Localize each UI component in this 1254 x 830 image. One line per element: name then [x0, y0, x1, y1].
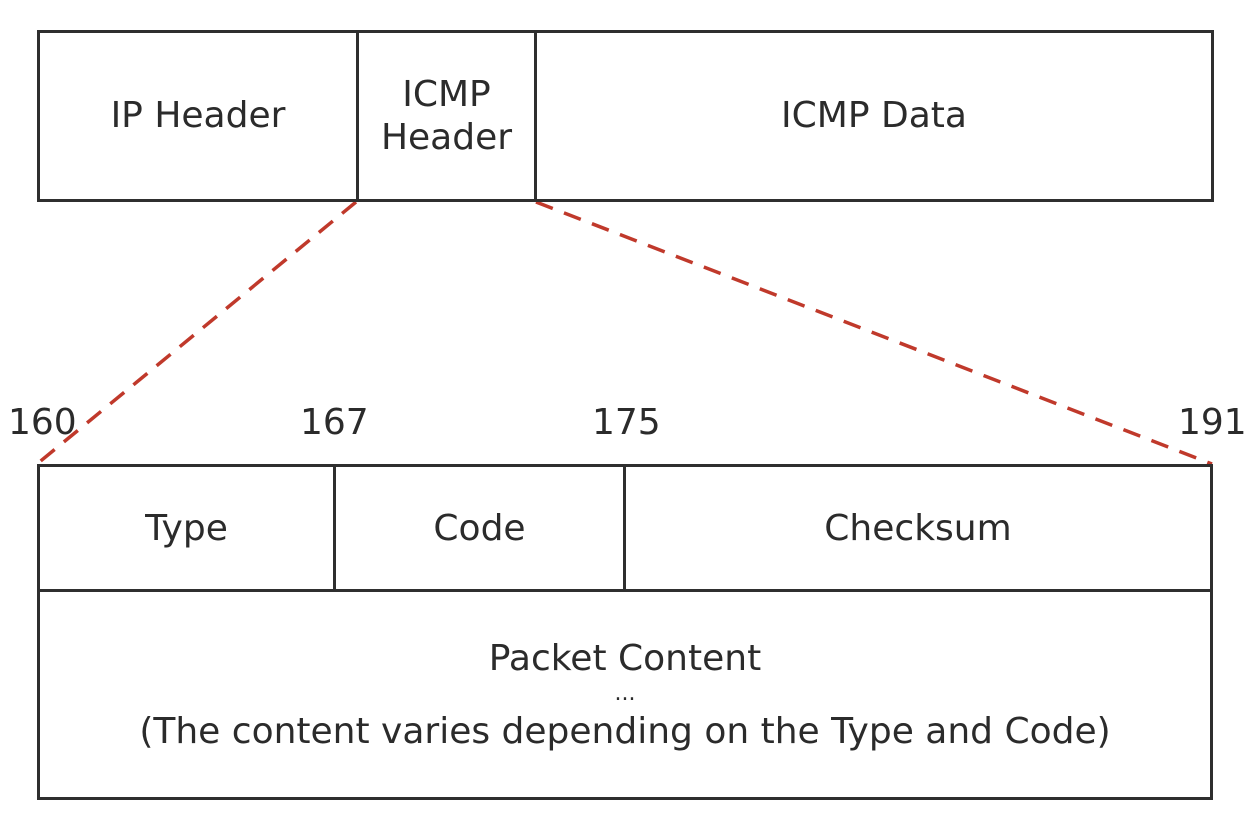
checksum-field-label: Checksum [824, 507, 1012, 549]
code-field-label: Code [433, 507, 526, 549]
packet-content-area: Packet Content ... (The content varies d… [40, 592, 1210, 797]
icmp-header-detail: Type Code Checksum Packet Content ... (T… [37, 464, 1213, 800]
icmp-header-box: ICMP Header [356, 30, 537, 202]
bit-offset-167: 167 [300, 402, 369, 443]
icmp-header-label-line2: Header [380, 117, 513, 158]
icmp-header-label-line1: ICMP [402, 73, 491, 115]
icmp-data-box: ICMP Data [534, 30, 1214, 202]
type-field: Type [40, 467, 336, 589]
bit-offset-160: 160 [8, 402, 77, 443]
packet-content-title: Packet Content [488, 637, 762, 679]
packet-content-ellipsis: ... [614, 680, 636, 706]
checksum-field: Checksum [626, 467, 1210, 589]
bit-offset-175: 175 [592, 402, 661, 443]
icmp-data-label: ICMP Data [781, 95, 967, 137]
code-field: Code [336, 467, 626, 589]
packet-content-note: (The content varies depending on the Typ… [139, 710, 1111, 752]
type-field-label: Type [145, 507, 228, 549]
icmp-header-fields-row: Type Code Checksum [40, 467, 1210, 592]
bit-offset-191: 191 [1178, 402, 1247, 443]
ip-header-label: IP Header [110, 95, 286, 137]
ip-header-box: IP Header [37, 30, 359, 202]
